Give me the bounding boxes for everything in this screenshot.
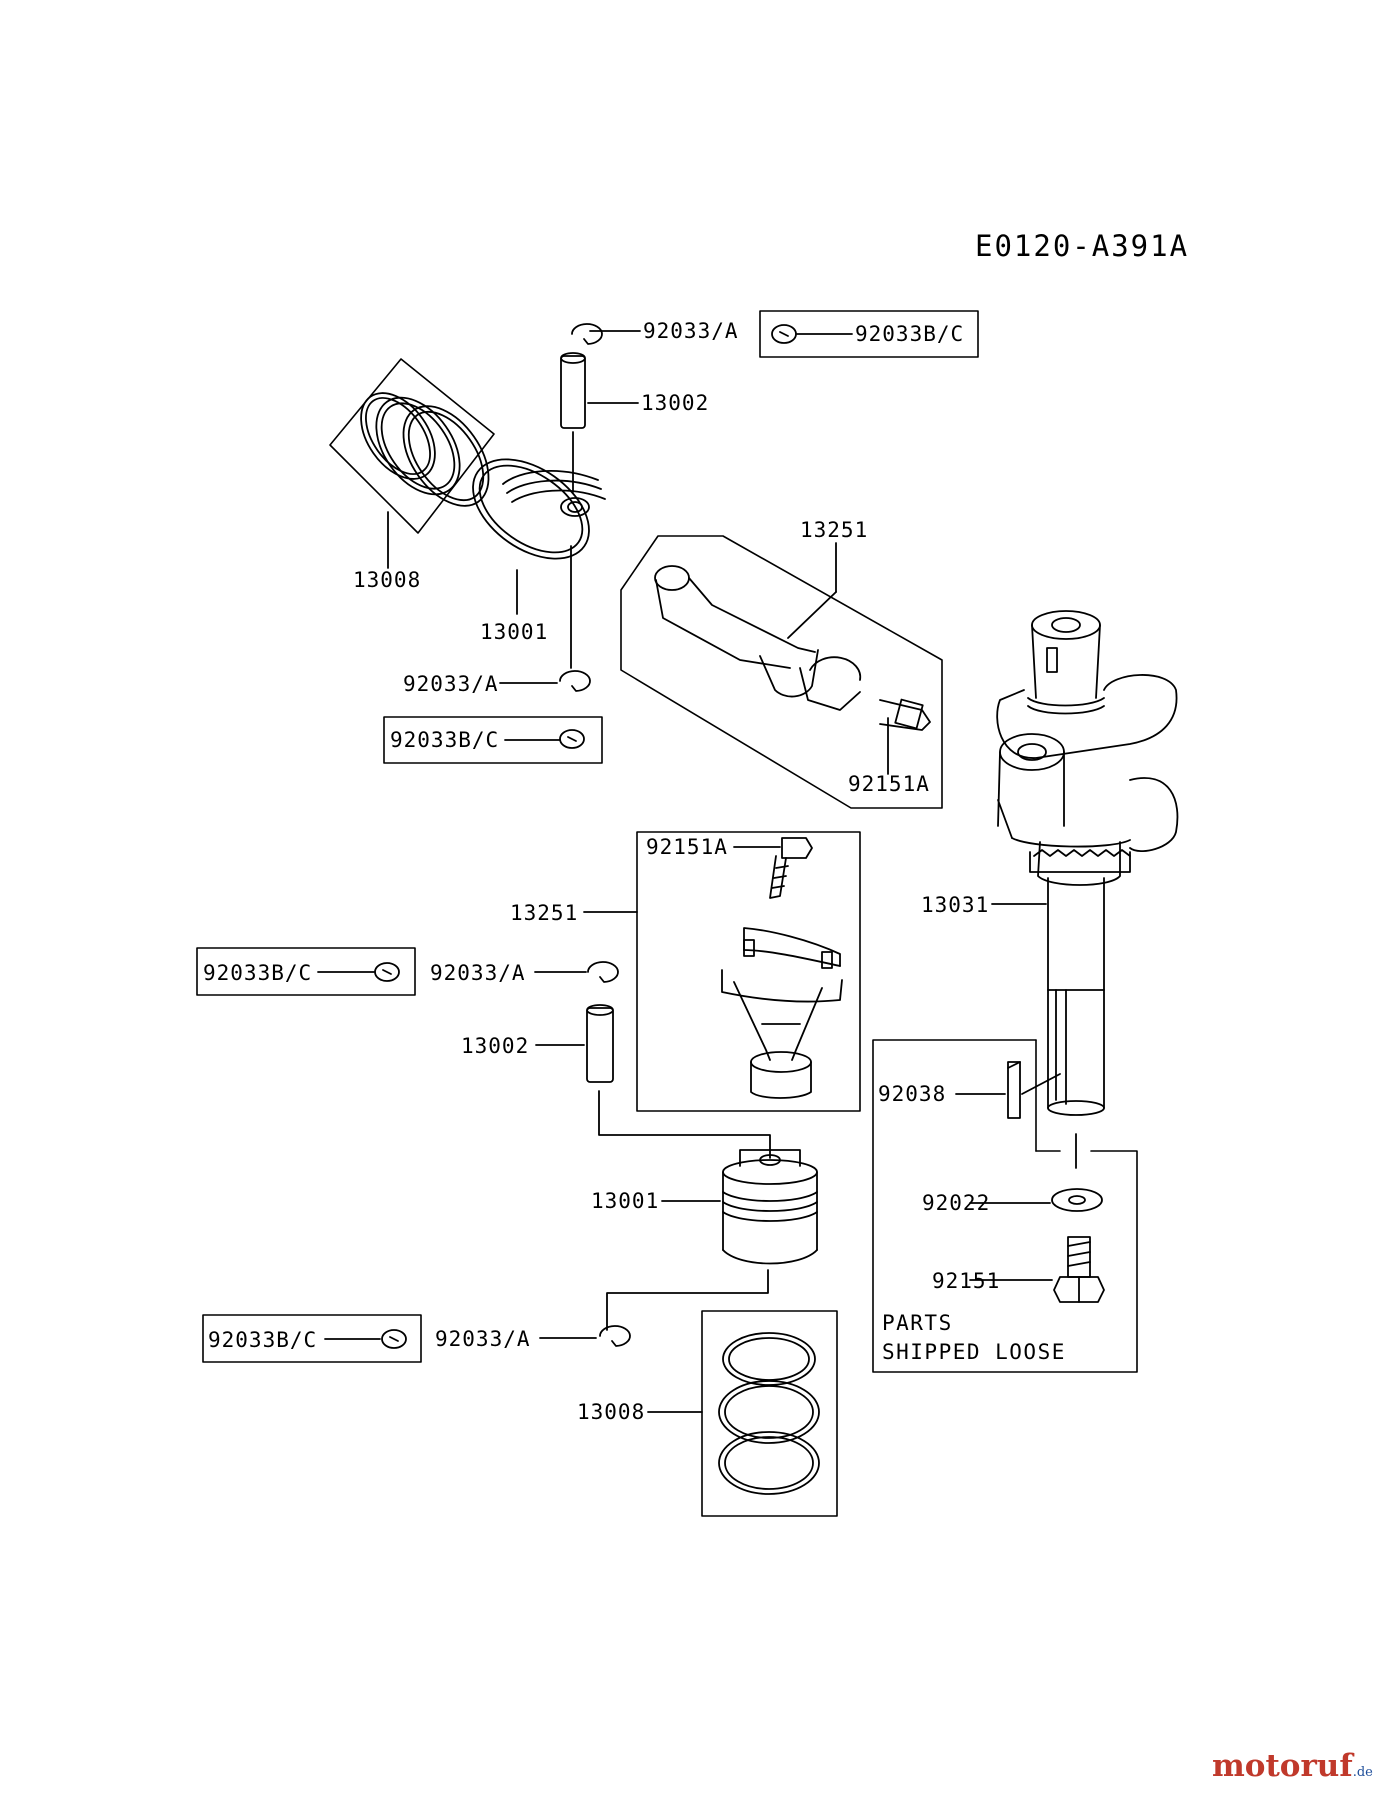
- part-label-92033bc: 92033B/C: [203, 961, 313, 985]
- piston-icon: [722, 1149, 818, 1265]
- leader-line: [598, 1090, 771, 1159]
- watermark-suffix: .de: [1352, 1765, 1373, 1780]
- note-line-2: SHIPPED LOOSE: [882, 1340, 1066, 1364]
- part-label-13031: 13031: [921, 893, 990, 917]
- part-label-13008: 13008: [577, 1400, 646, 1424]
- connecting-rod-icon: [721, 927, 843, 1099]
- part-label-92038: 92038: [878, 1082, 947, 1106]
- clip-bc-icon: [374, 962, 400, 982]
- piston-icon: [472, 458, 606, 560]
- piston-pin-clip-icon: [559, 670, 591, 692]
- piston-pin-clip-icon: [587, 961, 619, 983]
- connecting-rod-box: [620, 535, 943, 809]
- piston-pin-icon: [586, 1004, 614, 1083]
- parts-shipped-loose-note: PARTS SHIPPED LOOSE: [882, 1309, 1066, 1367]
- part-label-92033a: 92033/A: [430, 961, 526, 985]
- note-line-1: PARTS: [882, 1311, 953, 1335]
- part-label-92151a: 92151A: [848, 772, 930, 796]
- watermark-brand: motoruf: [1212, 1748, 1353, 1784]
- part-label-92033a: 92033/A: [403, 672, 499, 696]
- connecting-rod-box: [636, 831, 861, 1112]
- part-label-92151a: 92151A: [646, 835, 728, 859]
- piston-pin-icon: [560, 352, 586, 429]
- part-label-92033bc: 92033B/C: [855, 322, 965, 346]
- part-label-13001: 13001: [591, 1189, 660, 1213]
- clip-bc-icon: [381, 1329, 407, 1349]
- part-label-92033bc: 92033B/C: [208, 1328, 318, 1352]
- key-icon: [1007, 1061, 1021, 1119]
- leader-line: [606, 1269, 769, 1331]
- connecting-rod-icon: [654, 565, 862, 711]
- bolt-icon: [1053, 1236, 1105, 1303]
- crankshaft-icon: [996, 610, 1179, 1116]
- part-label-13002: 13002: [461, 1034, 530, 1058]
- part-label-92033bc: 92033B/C: [390, 728, 500, 752]
- washer-icon: [1051, 1188, 1103, 1212]
- part-label-13251: 13251: [800, 518, 869, 542]
- part-label-92033a: 92033/A: [435, 1327, 531, 1351]
- part-label-13251: 13251: [510, 901, 579, 925]
- ring-set-box: [701, 1310, 838, 1517]
- ring-set-box: [329, 358, 495, 534]
- clip-bc-box: [202, 1314, 422, 1363]
- clip-bc-box: [196, 947, 416, 996]
- watermark-logo: motoruf.de: [1212, 1748, 1373, 1784]
- part-label-92033a: 92033/A: [643, 319, 739, 343]
- piston-pin-clip-icon: [599, 1325, 631, 1347]
- part-label-13008: 13008: [353, 568, 422, 592]
- clip-bc-box: [383, 716, 603, 764]
- part-label-92022: 92022: [922, 1191, 991, 1215]
- leader-line: [1021, 1073, 1061, 1095]
- diagram-code: E0120-A391A: [975, 229, 1190, 263]
- rod-bolt-icon: [769, 837, 813, 899]
- part-label-13001: 13001: [480, 620, 549, 644]
- part-label-13002: 13002: [641, 391, 710, 415]
- leader-line: [787, 591, 837, 639]
- parts-shipped-loose-box: [872, 1039, 1138, 1373]
- clip-bc-icon: [771, 324, 797, 344]
- rod-bolt-icon: [879, 698, 931, 731]
- part-label-92151: 92151: [932, 1269, 1001, 1293]
- piston-ring-set-icon: [718, 1332, 820, 1495]
- clip-bc-box: [759, 310, 979, 358]
- clip-bc-icon: [559, 729, 585, 749]
- piston-ring-set-icon: [360, 392, 490, 507]
- piston-pin-clip-icon: [571, 323, 603, 345]
